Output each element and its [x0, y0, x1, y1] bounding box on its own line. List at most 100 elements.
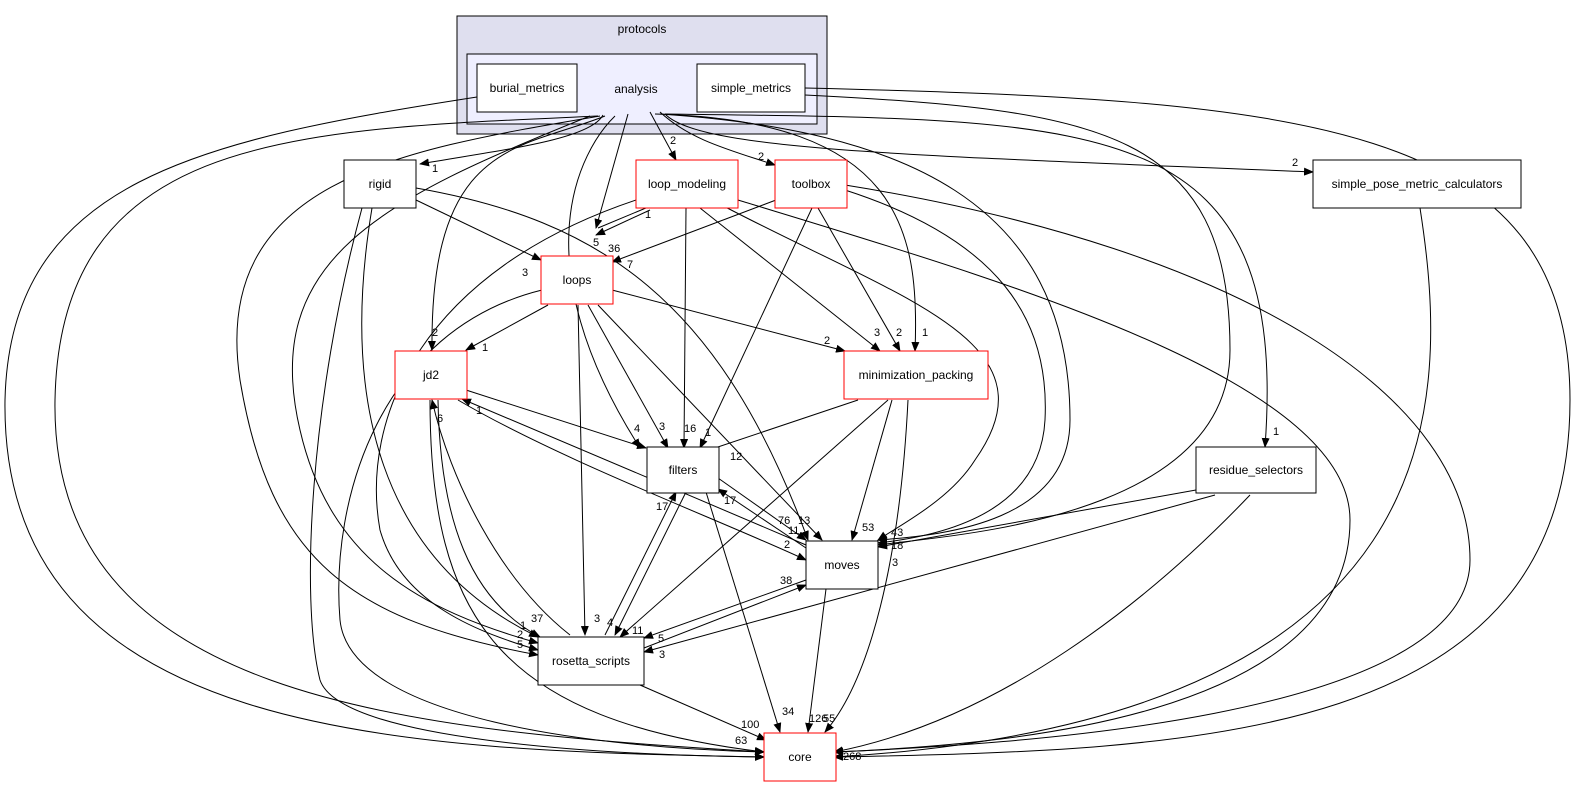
node-box [343, 159, 417, 209]
edge-jd2-core [429, 399, 765, 755]
edge-rigid-loops [415, 199, 542, 261]
edge-rigid-rs [361, 207, 539, 638]
edge-label: 268 [843, 751, 861, 763]
node-box [635, 159, 739, 209]
edge-label: 2 [784, 539, 790, 551]
edge-jd2-rs [437, 399, 541, 638]
edge-analysis-loop-modeling [649, 111, 677, 161]
node-core[interactable]: core [763, 732, 837, 782]
edge-label: 2 [758, 151, 764, 163]
node-loop-modeling[interactable]: loop_modeling [635, 159, 739, 209]
edge-label: 3 [659, 421, 665, 433]
node-rosetta-scripts[interactable]: rosetta_scripts [537, 636, 645, 686]
node-minimization-packing[interactable]: minimization_packing [843, 350, 989, 400]
edge-analysis-rigid [419, 114, 604, 167]
edge-label: 3 [874, 327, 880, 339]
node-label: loops [563, 273, 592, 287]
edge-minpack-moves [850, 399, 893, 541]
node-box [774, 159, 848, 209]
edge-label: 5 [517, 639, 523, 651]
edge-filters-rs [614, 491, 687, 636]
edge-label: 1 [705, 427, 711, 439]
edge-analysis-filters [568, 115, 641, 449]
node-rigid[interactable]: rigid [343, 159, 417, 209]
node-label: burial_metrics [490, 81, 565, 95]
edge-label: 1 [482, 342, 488, 354]
edge-analysis-toolbox [659, 111, 776, 166]
edge-label: 7 [627, 259, 633, 271]
edge-label: 34 [782, 706, 794, 718]
edge-jd2-moves [457, 399, 807, 561]
edge-label: 43 [891, 527, 903, 539]
node-loops[interactable]: loops [540, 255, 614, 305]
edge-loops-rs [577, 304, 589, 636]
node-toolbox[interactable]: toolbox [774, 159, 848, 209]
node-burial-metrics[interactable]: burial_metrics [476, 63, 578, 113]
edge-rigid-moves [415, 187, 809, 541]
node-jd2[interactable]: jd2 [394, 350, 468, 400]
edge-label: 53 [862, 522, 874, 534]
edge-label: 5 [593, 237, 599, 249]
node-moves[interactable]: moves [805, 540, 879, 590]
edge-lm-moves [711, 199, 999, 541]
edge-label: 3 [659, 649, 665, 661]
node-filters[interactable]: filters [646, 446, 720, 494]
edge-label: 3 [892, 557, 898, 569]
edge-rs-moves [643, 584, 807, 649]
edge-label: 1 [432, 163, 438, 175]
edge-label: 17 [656, 501, 668, 513]
node-box [1312, 159, 1522, 209]
edge-label: 63 [735, 735, 747, 747]
edge-toolbox-core [833, 184, 1471, 756]
edge-label: 4 [607, 617, 613, 629]
nodes: burial_metrics simple_metrics rigid loop… [343, 63, 1522, 782]
edge-label: 2 [432, 327, 438, 339]
edge-label: 1 [645, 209, 651, 221]
node-label: simple_pose_metric_calculators [1332, 177, 1503, 191]
edge-label: 37 [531, 613, 543, 625]
edge-label: 2 [1292, 157, 1298, 169]
edge-label: 17 [724, 495, 736, 507]
edge-rigid-core [309, 207, 765, 761]
edge-toolbox-loops [611, 199, 777, 263]
node-label: residue_selectors [1209, 463, 1303, 477]
node-simple-pose-metric-calculators[interactable]: simple_pose_metric_calculators [1312, 159, 1522, 209]
edge-spmc-core [833, 207, 1432, 761]
edge-loops-minpack [611, 289, 846, 353]
edge-lm-filters [680, 207, 689, 449]
edges [4, 87, 1571, 761]
node-label: loop_modeling [648, 177, 726, 191]
edge-simple-metrics-core [804, 87, 1571, 761]
edge-label: 6 [437, 413, 443, 425]
edge-toolbox-filters [699, 207, 813, 449]
edge-analysis-jd2 [427, 115, 606, 351]
edge-label: 5 [658, 633, 664, 645]
edge-label: 12 [730, 451, 742, 463]
edge-label: 16 [684, 423, 696, 435]
edge-labels: 1 2 2 2 5 2 1 1 3 36 1 7 1 3 2 2 4 3 16 … [432, 135, 1298, 763]
node-label: core [788, 750, 812, 764]
edge-loops-filters [587, 304, 669, 449]
node-label: jd2 [422, 368, 439, 382]
edge-analysis-rs [236, 115, 601, 658]
edge-rs-filters [604, 491, 677, 636]
edge-loops-jd2 [465, 304, 549, 351]
edge-label: 1 [922, 327, 928, 339]
edge-label: 38 [780, 575, 792, 587]
edge-label: 1 [476, 405, 482, 417]
node-label: minimization_packing [859, 368, 974, 382]
node-simple-metrics[interactable]: simple_metrics [696, 63, 806, 113]
node-residue-selectors[interactable]: residue_selectors [1195, 446, 1317, 494]
edge-label: 13 [798, 515, 810, 527]
node-box [763, 732, 837, 782]
edge-rsel-core [833, 494, 1251, 755]
edge-minpack-core [824, 399, 909, 733]
edge-filters-moves [717, 477, 807, 541]
node-label: rigid [369, 177, 392, 191]
node-box [476, 63, 578, 113]
cluster-protocols-label: protocols [618, 22, 667, 36]
edge-jd2-filters [465, 389, 647, 450]
edge-rsel-rs [643, 494, 1216, 654]
node-box [805, 540, 879, 590]
